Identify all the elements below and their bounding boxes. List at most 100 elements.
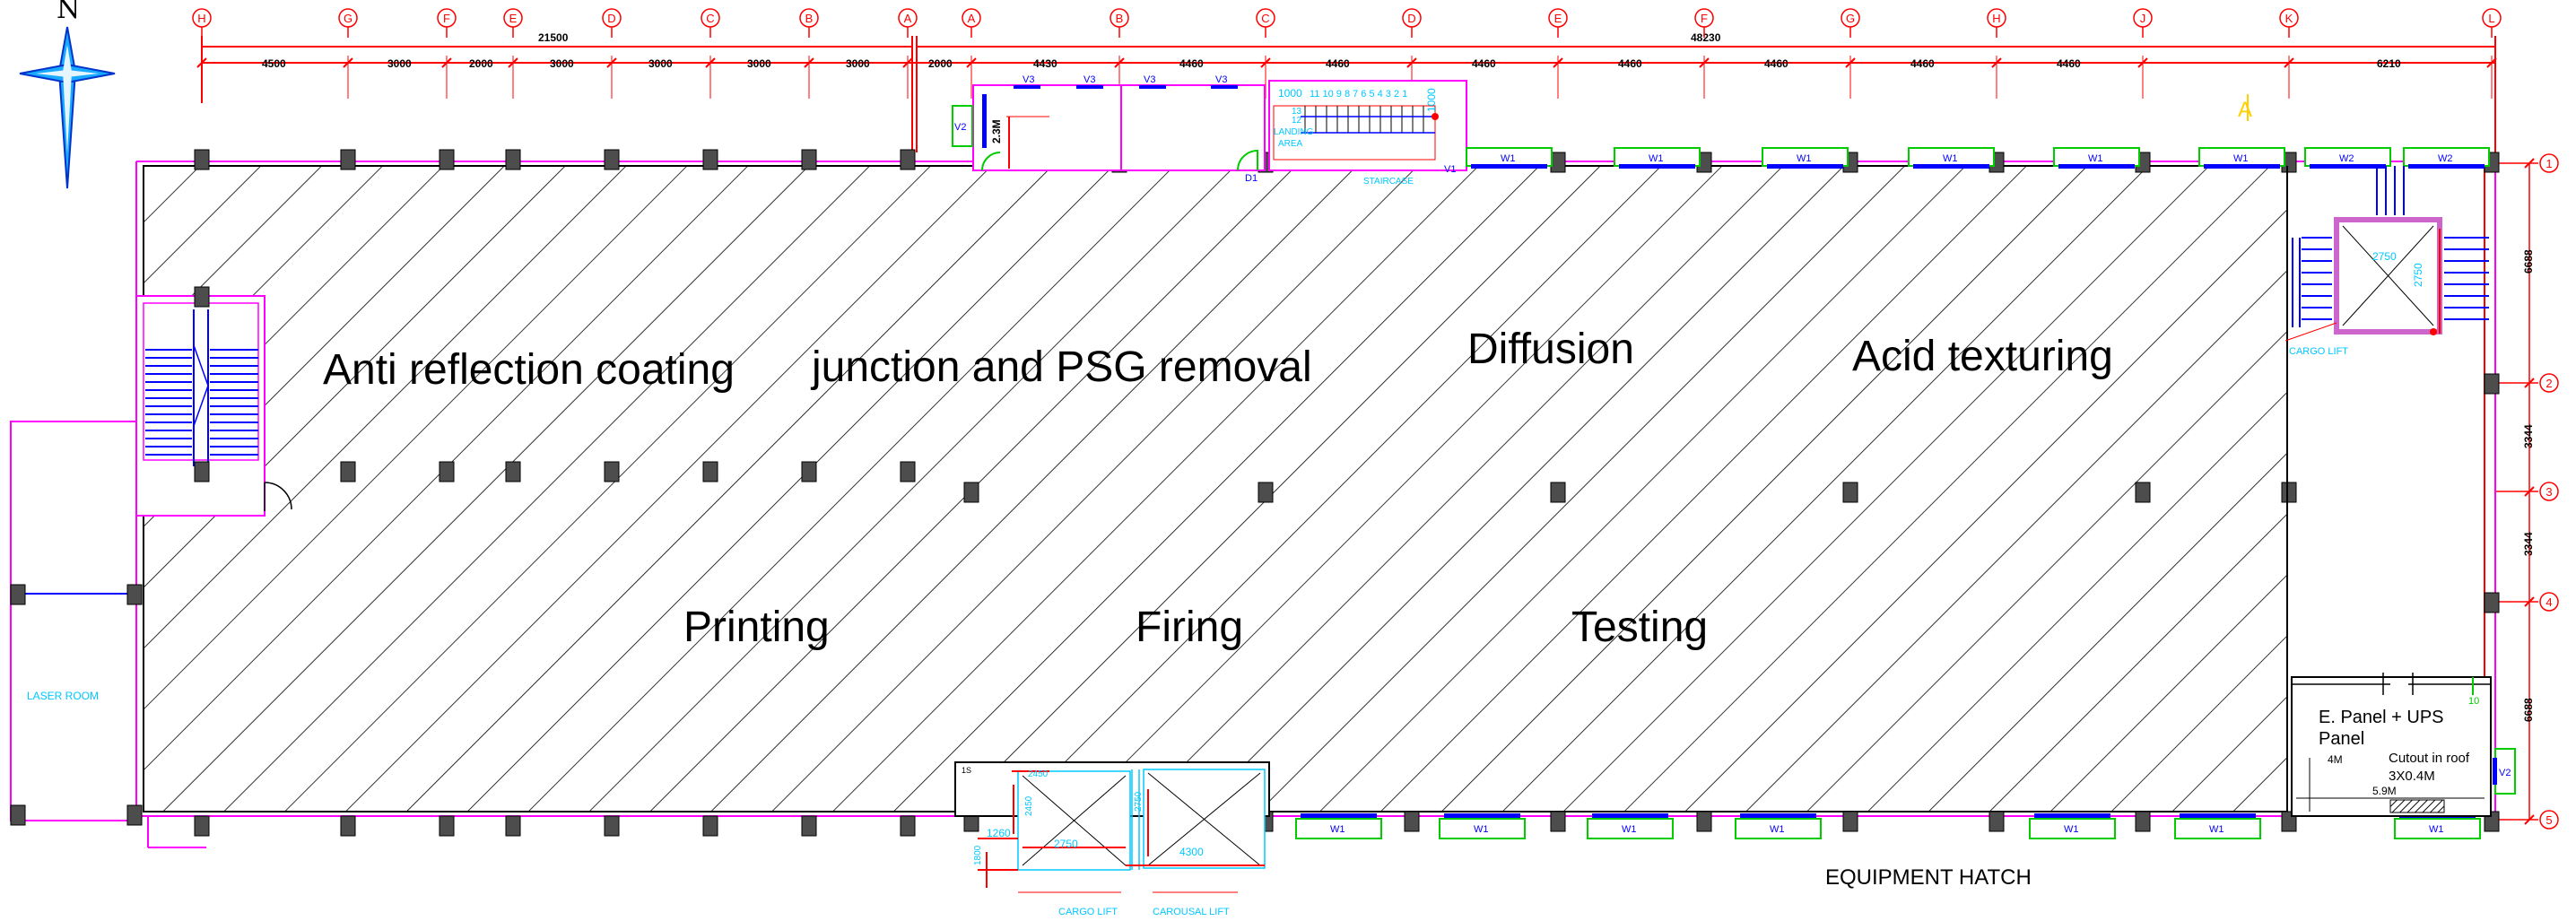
grid-label: A (968, 12, 976, 25)
dim-total-left: 21500 (538, 31, 569, 44)
svg-text:Cutout in roof: Cutout in roof (2389, 751, 2470, 766)
svg-text:2750: 2750 (2372, 250, 2397, 263)
grid-label: E (509, 12, 518, 25)
column (340, 461, 356, 482)
window (1735, 818, 1822, 839)
column (702, 149, 718, 170)
svg-text:11 10 9 8 7 6 5 4 3 2 1: 11 10 9 8 7 6 5 4 3 2 1 (1310, 89, 1407, 100)
svg-text:2.3M: 2.3M (990, 119, 1003, 143)
column (801, 461, 817, 482)
column (801, 149, 817, 170)
dim-seg: 3000 (387, 57, 412, 70)
column (505, 149, 521, 170)
column (604, 815, 620, 837)
window-glass (1301, 813, 1377, 818)
zone-anti-reflection: Anti reflection coating (323, 346, 735, 394)
column (801, 815, 817, 837)
dim-seg: 3000 (846, 57, 870, 70)
zone-diffusion: Diffusion (1467, 326, 1634, 373)
column (604, 461, 620, 482)
column (900, 461, 916, 482)
zone-junction-psg: junction and PSG removal (810, 343, 1312, 391)
grid-bubble (2539, 810, 2559, 830)
window (1295, 818, 1382, 839)
svg-text:2750: 2750 (2412, 263, 2424, 287)
window-label: W2 (2438, 153, 2453, 164)
window-label: W1 (2233, 153, 2249, 164)
svg-text:1260: 1260 (987, 827, 1011, 839)
column (2281, 482, 2297, 503)
column (505, 815, 521, 837)
dim-right: 6688 3344 3344 6688 (2522, 249, 2535, 722)
column (194, 461, 210, 482)
column (1258, 482, 1274, 503)
svg-text:3X0.4M: 3X0.4M (2389, 769, 2435, 784)
window (1439, 818, 1526, 839)
window-glass (2034, 813, 2110, 818)
window-label: W1 (1474, 824, 1489, 835)
column (10, 804, 26, 826)
svg-text:V2: V2 (2499, 768, 2511, 778)
column (2135, 482, 2151, 503)
e-panel-label-1: E. Panel + UPS (2319, 708, 2444, 727)
svg-text:12: 12 (1292, 116, 1302, 126)
grid-label: B (805, 12, 814, 25)
window-v2-label: V2 (954, 122, 966, 133)
e-panel-room: E. Panel + UPS Panel Cutout in roof 3X0.… (2291, 673, 2516, 817)
window-label: W1 (1943, 153, 1958, 164)
column (1842, 482, 1858, 503)
grid-bubble (2539, 373, 2559, 393)
top-annex: V2 2.3M V3 V3 V3 V3 1000 1000 11 10 9 8 … (952, 74, 1467, 187)
window-label: W1 (1622, 824, 1637, 835)
svg-text:V1: V1 (1444, 164, 1456, 175)
grid-label: E (1554, 12, 1562, 25)
window (2394, 818, 2481, 839)
window-label: W1 (2064, 824, 2079, 835)
window-label: W1 (2209, 824, 2224, 835)
column (1550, 152, 1566, 173)
window-glass (2058, 164, 2135, 169)
grid-bubble (2539, 592, 2559, 612)
svg-text:5.9M: 5.9M (2372, 785, 2397, 797)
grid-label: H (197, 12, 205, 25)
window-label: W1 (1797, 153, 1812, 164)
column (1404, 811, 1420, 832)
column (900, 149, 916, 170)
window-glass (1913, 164, 1989, 169)
column (439, 149, 455, 170)
svg-text:LANDING: LANDING (1274, 127, 1314, 137)
column (702, 815, 718, 837)
column (126, 804, 143, 826)
north-label: N (57, 0, 80, 25)
column (963, 482, 979, 503)
window-glass (1740, 813, 1816, 818)
svg-text:4M: 4M (2328, 753, 2343, 766)
window-label: W1 (1330, 824, 1345, 835)
dim-seg: 4460 (1472, 57, 1496, 70)
svg-text:6688: 6688 (2522, 698, 2535, 722)
grid-bubble (2539, 482, 2559, 501)
window (1587, 818, 1674, 839)
grid-label: 4 (2546, 595, 2552, 609)
right-cargo-lift: 2750 2750 CARGO LIFT (2284, 166, 2489, 812)
svg-text:3344: 3344 (2522, 532, 2535, 556)
bottom-lifts: 2750 4300 1260 2450 1800 2450 2750 1S CA… (954, 761, 1270, 917)
column (900, 815, 916, 837)
grid-label: C (706, 12, 714, 25)
grid-label: H (1992, 12, 2000, 25)
dim-seg: 4460 (1910, 57, 1935, 70)
dim-seg: 4460 (1179, 57, 1204, 70)
e-panel-label-2: Panel (2319, 729, 2364, 749)
north-arrow: N (19, 0, 116, 189)
dim-seg: 4500 (262, 57, 286, 70)
svg-text:2750: 2750 (1054, 838, 1078, 850)
svg-text:13: 13 (1292, 107, 1302, 117)
column (340, 149, 356, 170)
grid-label: D (1407, 12, 1415, 25)
column (1989, 811, 2005, 832)
grid-label: J (2140, 12, 2146, 25)
grid-label: 1 (2546, 157, 2552, 170)
carousal-lift-label: CAROUSAL LIFT (1153, 907, 1230, 917)
